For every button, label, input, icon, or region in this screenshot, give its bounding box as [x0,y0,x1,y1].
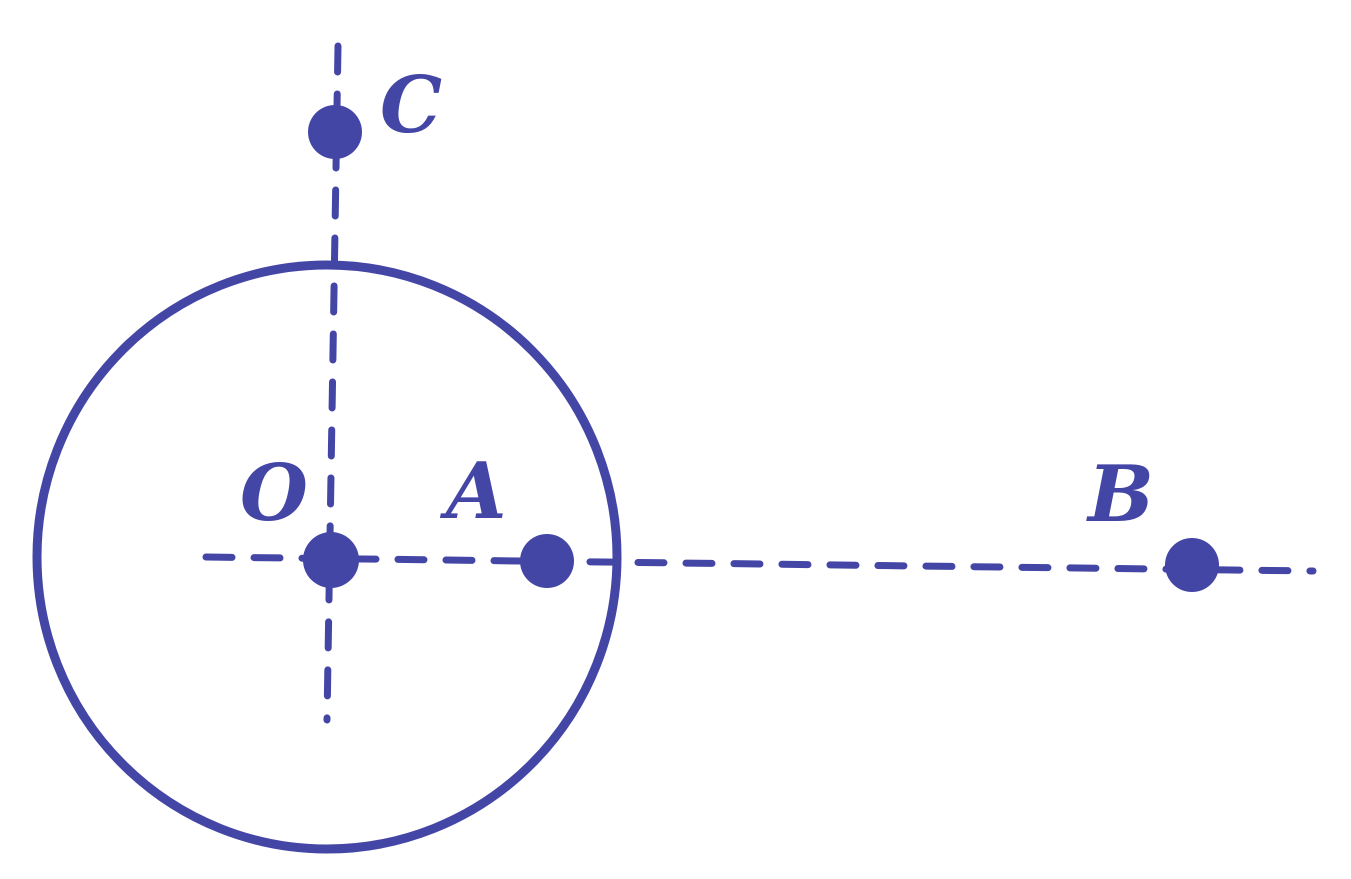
label-c: C [380,60,442,151]
horizontal-dashed-axis [202,553,1317,575]
point-o [303,532,359,588]
point-c [308,105,362,159]
label-o: O [240,448,308,539]
point-b [1165,538,1219,592]
point-a [520,534,574,588]
label-a: A [439,446,507,537]
label-b: B [1086,449,1154,540]
circle [32,260,622,854]
